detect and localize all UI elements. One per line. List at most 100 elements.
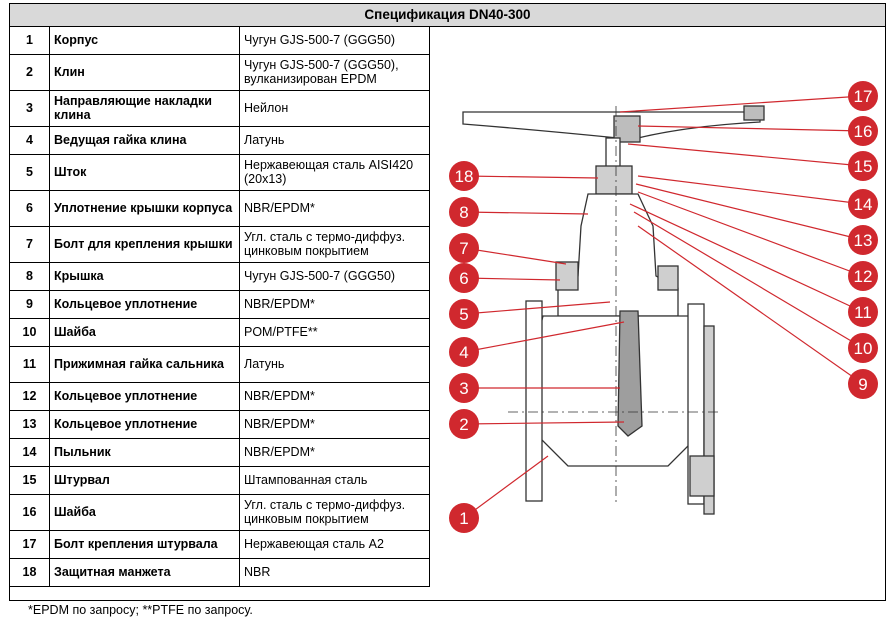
part-name: Шайба [49,317,240,347]
row-number: 4 [10,125,50,155]
part-name: Прижимная гайка сальника [49,345,240,383]
part-name: Ведущая гайка клина [49,125,240,155]
callout-leader-12 [637,191,864,277]
callout-leader-16 [637,125,864,132]
flange-right-foot [689,455,715,497]
part-name: Клин [49,53,240,91]
part-material: Латунь [239,125,430,155]
callout-circle [449,409,479,439]
callout-number: 15 [854,157,873,176]
callout-circle [449,373,479,403]
row-number: 7 [10,225,50,263]
part-name: Направляющие накладки клина [49,89,240,127]
callout-number: 9 [858,375,867,394]
callout-circle [848,369,878,399]
part-material: NBR/EPDM* [239,437,430,467]
row-number: 17 [10,529,50,559]
callout-number: 11 [854,303,872,322]
callout-12: 12 [848,261,878,291]
callout-11: 11 [848,297,878,327]
part-name: Корпус [49,26,240,55]
callout-leader-17 [619,95,864,113]
row-number: 14 [10,437,50,467]
callout-leader-8 [463,211,589,215]
callout-circle [848,333,878,363]
callout-9: 9 [848,369,878,399]
row-number: 18 [10,557,50,587]
callout-number: 18 [455,167,474,186]
part-name: Кольцевое уплотнение [49,381,240,411]
callout-10: 10 [848,333,878,363]
row-number: 16 [10,493,50,531]
gland-nut [595,165,633,195]
callout-circle [449,197,479,227]
callout-number: 14 [854,195,873,214]
flange-left [525,300,543,502]
callout-circle [848,81,878,111]
callout-leader-10 [633,211,864,349]
callout-18: 18 [449,161,479,191]
callout-8: 8 [449,197,479,227]
callout-15: 15 [848,151,878,181]
callout-number: 5 [459,305,468,324]
callout-number: 2 [459,415,468,434]
callout-leader-9 [637,225,864,385]
callout-number: 17 [854,87,873,106]
row-number: 13 [10,409,50,439]
callout-1: 1 [449,503,479,533]
part-material: Латунь [239,345,430,383]
part-material: Нейлон [239,89,430,127]
callout-circle [449,503,479,533]
callout-circle [848,189,878,219]
bonnet-bolt [555,261,579,291]
callout-leader-6 [463,277,561,281]
callout-circle [848,151,878,181]
callout-number: 12 [854,267,873,286]
part-material: Нержавеющая сталь AISI420 (20x13) [239,153,430,191]
part-material: NBR/EPDM* [239,381,430,411]
part-material: NBR/EPDM* [239,189,430,227]
part-material: NBR/EPDM* [239,289,430,319]
row-number: 12 [10,381,50,411]
part-material: Штампованная сталь [239,465,430,495]
part-name: Крышка [49,261,240,291]
callout-number: 4 [459,343,468,362]
part-name: Шайба [49,493,240,531]
callout-number: 1 [459,509,468,528]
callout-circle [848,297,878,327]
part-name: Кольцевое уплотнение [49,409,240,439]
callout-2: 2 [449,409,479,439]
callout-leader-11 [629,203,864,313]
callout-leader-2 [463,421,625,425]
callout-leaders [463,95,864,519]
valve-drawing [462,105,765,515]
callout-6: 6 [449,263,479,293]
callout-leader-14 [637,175,864,205]
part-material: POM/PTFE** [239,317,430,347]
callout-leader-18 [463,175,599,179]
callout-circle [449,233,479,263]
part-material: Чугун GJS-500-7 (GGG50) [239,26,430,55]
row-number: 6 [10,189,50,227]
callout-leader-5 [463,301,611,315]
callout-14: 14 [848,189,878,219]
callout-number: 6 [459,269,468,288]
callout-number: 10 [854,339,873,358]
row-number: 15 [10,465,50,495]
callout-number: 16 [854,122,873,141]
callout-5: 5 [449,299,479,329]
